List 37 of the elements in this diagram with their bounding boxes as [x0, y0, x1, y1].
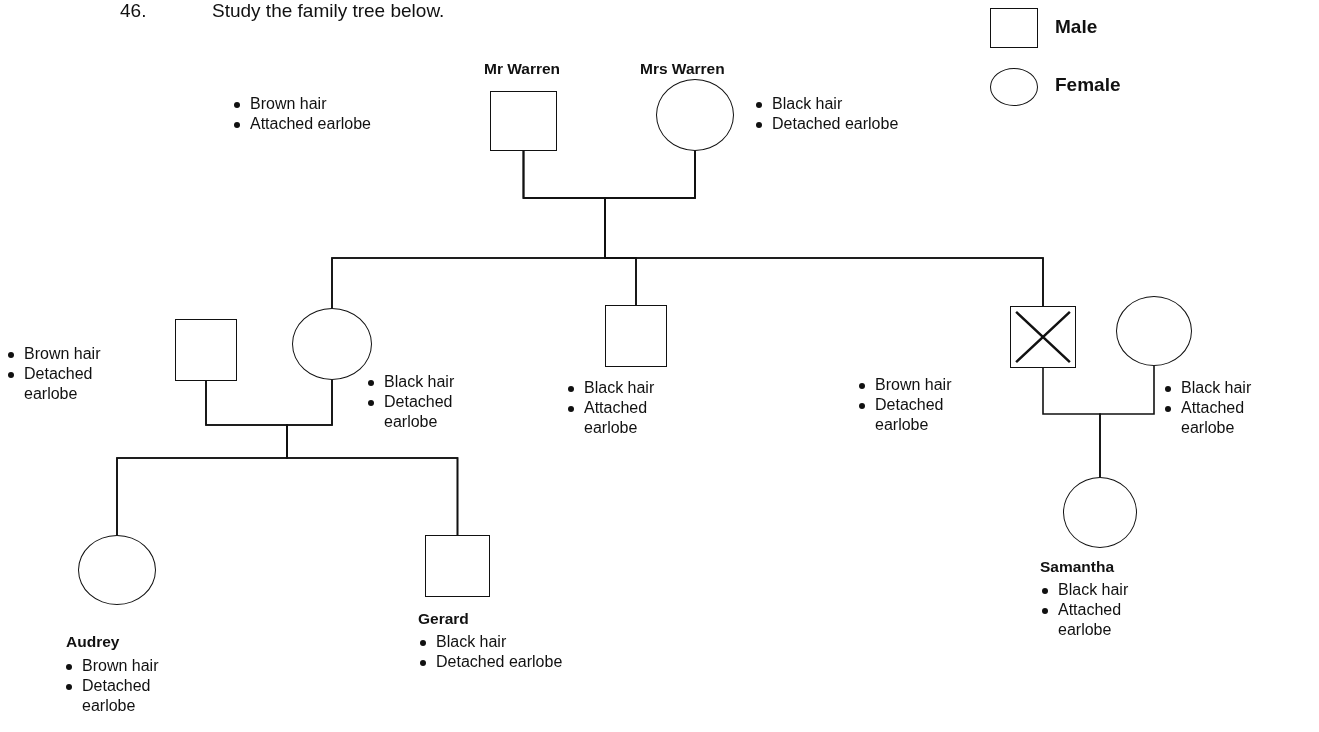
trait-text: Attached earlobe: [1040, 600, 1150, 640]
person-name: Audrey: [66, 633, 120, 651]
trait-text: Brown hair: [857, 375, 987, 395]
crossed-square: [1010, 306, 1076, 368]
trait-text: Black hair: [1163, 378, 1293, 398]
pedigree-line: [286, 379, 459, 536]
trait-text: Detached earlobe: [857, 395, 987, 435]
legend-text: Male: [1055, 16, 1098, 38]
trait-text: Detached earlobe: [418, 652, 678, 672]
trait-text: Black hair: [418, 632, 678, 652]
male-square: [425, 535, 490, 597]
trait-text: Black hair: [566, 378, 686, 398]
trait-text: Brown hair: [64, 656, 174, 676]
person-name: Samantha: [1040, 558, 1115, 576]
pedigree-line: [604, 150, 1044, 307]
trait-text: Brown hair: [6, 344, 126, 364]
trait-text: Detached earlobe: [366, 392, 486, 432]
trait-text: Detached earlobe: [6, 364, 126, 404]
trait-text: Black hair: [754, 94, 1004, 114]
trait-text: Attached earlobe: [232, 114, 482, 134]
trait-text: Attached earlobe: [566, 398, 686, 438]
trait-text: Attached earlobe: [1163, 398, 1293, 438]
person-name: Mrs Warren: [640, 60, 725, 78]
male-square: [175, 319, 237, 381]
person-name: Mr Warren: [484, 60, 561, 78]
pedigree-line: [1099, 365, 1155, 478]
question-number: 46.: [120, 0, 147, 22]
instruction-text: Study the family tree below.: [212, 0, 445, 22]
trait-text: Detached earlobe: [754, 114, 1004, 134]
trait-text: Black hair: [1040, 580, 1150, 600]
male-square: [605, 305, 667, 367]
trait-text: Detached earlobe: [64, 676, 174, 716]
male-square: [490, 91, 557, 151]
trait-text: Brown hair: [232, 94, 482, 114]
trait-text: Black hair: [366, 372, 486, 392]
legend-text: Female: [1055, 74, 1121, 96]
person-name: Gerard: [418, 610, 469, 628]
